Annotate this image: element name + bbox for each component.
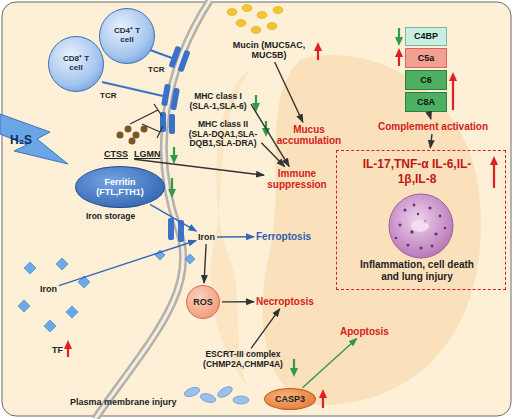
pathway-arrow — [429, 114, 431, 119]
h2s-bolt — [0, 114, 68, 164]
node-text: ESCRT-III complex (CHMP2A,CHMP4A) — [198, 350, 288, 369]
iron-channel — [168, 218, 184, 242]
gene-label: MHC class I (SLA-1,SLA-6) — [186, 92, 250, 111]
node-text: C8A — [417, 97, 435, 107]
node-text: CD8⁺ T cell — [57, 55, 95, 73]
down-arrow — [173, 147, 175, 160]
receptor-label: TCR — [100, 92, 116, 101]
mucin-droplets — [227, 5, 283, 34]
cell-membrane — [95, 0, 210, 419]
receptor-group — [160, 46, 191, 134]
gene-label: Mucin (MUC5AC, MUC5B) — [226, 40, 312, 60]
iron-label: Iron — [198, 232, 215, 242]
node-text: TF — [52, 345, 63, 355]
ferritin-ellipse: Ferritin (FTL,FTH1) — [75, 166, 165, 208]
node-text: C4BP — [414, 31, 438, 41]
pathway-arrow — [251, 309, 280, 349]
pathway-arrow — [261, 143, 284, 167]
pathway-arrow — [303, 339, 357, 388]
down-arrow — [255, 95, 257, 108]
up-arrow — [317, 46, 319, 60]
inhibition-line — [130, 104, 163, 138]
pathway-arrow — [134, 159, 264, 175]
lung-shadow — [263, 55, 481, 405]
node-text: CASP3 — [275, 394, 305, 404]
pathway-arrow — [204, 244, 206, 283]
node-text: Apoptosis — [340, 326, 389, 337]
up-arrow — [493, 160, 495, 188]
pathway-arrow — [217, 236, 254, 238]
process-label: Iron storage — [86, 212, 135, 221]
node-text: LGMN — [134, 149, 161, 159]
outcome-label: Apoptosis — [340, 326, 389, 337]
complement-box: C5a — [405, 48, 447, 68]
inflammation-box: IL-17,TNF-α IL-6,IL-1β,IL-8Inflammation,… — [336, 150, 506, 290]
node-text: MHC class I (SLA-1,SLA-6) — [186, 92, 250, 111]
up-arrow — [452, 76, 454, 110]
pathway-arrow — [251, 104, 289, 166]
pathway-arrow — [59, 241, 196, 286]
lung-shadow — [210, 70, 250, 390]
complement-box: C4BP — [405, 27, 447, 46]
histology-image — [389, 194, 453, 258]
up-arrow — [398, 52, 400, 66]
gene-label: TF — [52, 345, 63, 355]
outcome-label: Complement activation — [378, 121, 488, 132]
gene-label: ESCRT-III complex (CHMP2A,CHMP4A) — [198, 350, 288, 369]
escrt-proteins — [183, 385, 249, 404]
down-arrow — [171, 178, 173, 194]
outcome-label: Mucus accumulation — [276, 124, 342, 146]
down-arrow — [398, 28, 400, 42]
iron-crystals — [18, 250, 195, 332]
gene-label: CTSS LGMN — [104, 149, 161, 159]
up-arrow — [322, 393, 324, 408]
pathway-arrow — [275, 62, 303, 122]
t-cell-circle: CD8⁺ T cell — [48, 36, 104, 92]
node-text: IL-17,TNF-α IL-6,IL-1β,IL-8 — [351, 157, 483, 187]
node-text: C5a — [418, 53, 435, 63]
node-text: Complement activation — [378, 121, 488, 132]
node-text: Inflammation, cell death and lung injury — [351, 259, 483, 283]
ros-circle: ROS — [186, 285, 220, 319]
protease-dots — [117, 126, 148, 145]
node-text: Iron — [198, 232, 215, 242]
tcr-link — [150, 50, 172, 58]
t-cell-circle: CD4⁺ T cell — [99, 8, 155, 64]
stimulus-label: H₂S — [10, 134, 32, 147]
receptor-label: TCR — [148, 66, 164, 75]
up-arrow — [67, 344, 69, 357]
outcome-label: Immune suppression — [266, 168, 328, 190]
down-arrow — [265, 121, 267, 133]
complement-box: C8A — [405, 92, 447, 112]
background-frame — [2, 2, 511, 416]
outcome-label: Necroptosis — [256, 296, 314, 307]
pathway-arrow — [150, 204, 196, 231]
node-text: Mucus accumulation — [276, 124, 342, 146]
casp3-ellipse: CASP3 — [264, 388, 316, 410]
node-text: ROS — [193, 297, 213, 307]
node-text: C6 — [420, 75, 432, 85]
down-arrow — [293, 359, 295, 373]
gene-label: MHC class II (SLA-DQA1,SLA- DQB1,SLA-DRA… — [186, 120, 260, 149]
node-text: Necroptosis — [256, 296, 314, 307]
pathway-arrow — [222, 301, 254, 303]
outcome-label: Ferroptosis — [256, 231, 311, 242]
complement-box: C6 — [405, 70, 447, 90]
node-text: Iron — [40, 284, 57, 294]
cell-membrane — [95, 0, 210, 419]
node-text: Ferroptosis — [256, 231, 311, 242]
node-text: Mucin (MUC5AC, MUC5B) — [226, 40, 312, 60]
node-text: CD4⁺ T cell — [108, 27, 146, 45]
iron-label: Iron — [40, 284, 57, 294]
node-text: Ferritin (FTL,FTH1) — [86, 177, 154, 197]
change-arrows — [68, 28, 494, 408]
node-text: Immune suppression — [266, 168, 328, 190]
node-text: MHC class II (SLA-DQA1,SLA- DQB1,SLA-DRA… — [186, 120, 260, 149]
pathway-arrow — [430, 134, 432, 148]
node-text: CTSS — [104, 149, 128, 159]
process-label: Plasma membrane injury — [70, 398, 177, 408]
